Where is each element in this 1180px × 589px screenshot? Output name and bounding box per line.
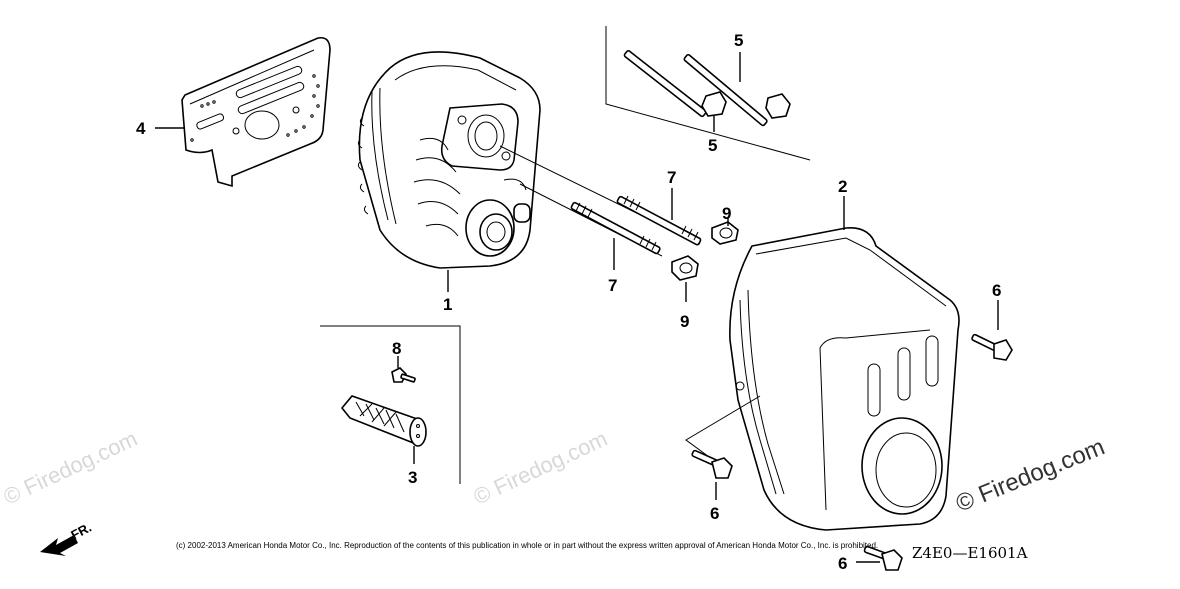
watermark-main: © Firedog.com [952, 433, 1108, 517]
callout-5-lower: 5 [708, 136, 717, 155]
watermark-faint-center: © Firedog.com [470, 426, 612, 510]
callout-6-right: 6 [992, 281, 1001, 300]
copyright-notice: (c) 2002-2013 American Honda Motor Co., … [176, 541, 878, 550]
callout-5-upper: 5 [734, 31, 743, 50]
front-direction-arrow: FR. [40, 520, 94, 556]
callout-6-bottom: 6 [838, 554, 847, 573]
muffler-protector [729, 227, 960, 531]
bolt-group-bracket [605, 26, 811, 161]
callout-2: 2 [838, 177, 847, 196]
cover-screw-right [971, 333, 1013, 361]
flange-nut-upper [711, 221, 739, 245]
stud-bolt-upper [616, 195, 702, 246]
spark-arrester [340, 395, 427, 447]
flange-bolt-right [683, 54, 791, 127]
diagram-code: Z4E0—E1601A [912, 544, 1028, 562]
heat-shield-plate [181, 36, 331, 188]
callout-6-lower: 6 [710, 504, 719, 523]
watermark-faint-left: © Firedog.com [0, 426, 141, 510]
arrester-group-bracket [320, 325, 461, 484]
flange-nut-lower [671, 255, 699, 281]
muffler-body [357, 51, 541, 269]
callout-9-upper: 9 [722, 204, 731, 223]
cover-screw-bottom [863, 545, 903, 571]
cover-screw-lower [691, 449, 733, 479]
callout-7-upper: 7 [667, 168, 676, 187]
callout-3: 3 [408, 468, 417, 487]
callout-1: 1 [443, 295, 452, 314]
arrester-screw [391, 367, 416, 383]
flange-bolt-left [623, 50, 727, 118]
callout-8: 8 [392, 339, 401, 358]
callout-4: 4 [136, 119, 146, 138]
stud-bolt-lower [570, 201, 661, 255]
callout-7-lower: 7 [608, 276, 617, 295]
callout-9-lower: 9 [680, 312, 689, 331]
